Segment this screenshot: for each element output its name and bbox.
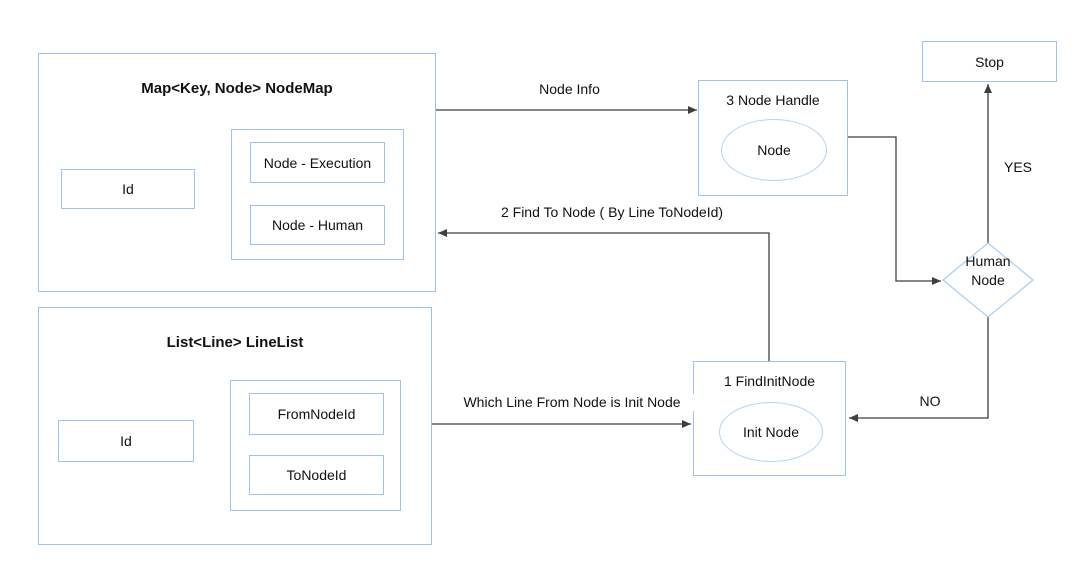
line-list-fields-group[interactable]: FromNodeId ToNodeId <box>230 380 401 511</box>
human-node-label-line1: Human <box>965 253 1011 269</box>
stop-box[interactable]: Stop <box>922 41 1057 82</box>
find-init-node-box[interactable]: 1 FindInitNode Init Node <box>693 361 846 476</box>
yes-edge-label: YES <box>994 159 1042 176</box>
node-info-edge-label: Node Info <box>505 81 634 98</box>
node-execution-field[interactable]: Node - Execution <box>250 142 385 183</box>
from-node-id-field[interactable]: FromNodeId <box>249 393 384 435</box>
node-ellipse[interactable]: Node <box>721 119 827 181</box>
edge-find-to-node[interactable] <box>438 229 770 361</box>
human-node-label: Human Node <box>943 252 1033 290</box>
init-node-ellipse[interactable]: Init Node <box>719 402 823 462</box>
node-map-fields-group[interactable]: Node - Execution Node - Human <box>231 129 404 260</box>
edge-handle-to-human-node[interactable] <box>848 136 941 285</box>
find-to-node-edge-label: 2 Find To Node ( By Line ToNodeId) <box>450 204 774 221</box>
node-map-container[interactable]: Map<Key, Node> NodeMap Id Node - Executi… <box>38 53 436 292</box>
node-map-id-field[interactable]: Id <box>61 169 195 209</box>
node-handle-box[interactable]: 3 Node Handle Node <box>698 80 848 196</box>
line-list-container[interactable]: List<Line> LineList Id FromNodeId ToNode… <box>38 307 432 545</box>
no-edge-label: NO <box>906 393 954 410</box>
to-node-id-field[interactable]: ToNodeId <box>249 455 384 495</box>
line-list-title: List<Line> LineList <box>166 334 304 351</box>
node-map-title: Map<Key, Node> NodeMap <box>141 80 333 97</box>
node-handle-title: 3 Node Handle <box>726 92 820 108</box>
line-list-id-field[interactable]: Id <box>58 420 194 462</box>
human-node-label-line2: Node <box>971 272 1005 288</box>
node-human-field[interactable]: Node - Human <box>250 205 385 245</box>
find-init-node-title: 1 FindInitNode <box>723 373 816 389</box>
which-line-edge-label: Which Line From Node is Init Node <box>434 394 710 411</box>
